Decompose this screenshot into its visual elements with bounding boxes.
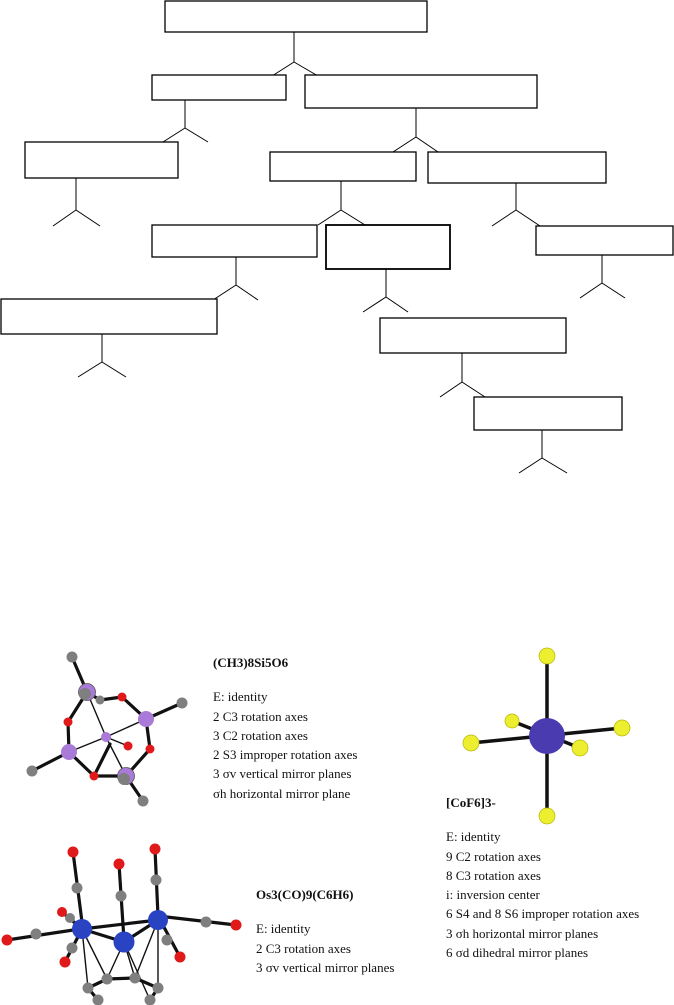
flowchart-box-5[interactable] — [427, 151, 607, 184]
flowchart-box-8[interactable] — [535, 225, 674, 256]
symmetry-element: 6 S4 and 8 S6 improper rotation axes — [446, 906, 640, 922]
molecule-2-formula: [CoF6]3- — [446, 795, 496, 810]
symmetry-element: 3 σv vertical mirror planes — [213, 766, 352, 782]
symmetry-element: i: inversion center — [446, 887, 540, 903]
symmetry-element: 3 σh horizontal mirror planes — [446, 925, 599, 941]
molecule-3-formula: Os3(CO)9(C6H6) — [256, 887, 354, 902]
molecule-1-formula: (CH3)8Si5O6 — [213, 655, 289, 670]
symmetry-element: 8 C3 rotation axes — [446, 867, 541, 883]
symmetry-element: E: identity — [256, 921, 311, 937]
flowchart-box-7[interactable] — [325, 224, 451, 270]
flowchart-box-2[interactable] — [304, 74, 538, 109]
flowchart-box-3[interactable] — [24, 141, 179, 179]
symmetry-element: 3 σv vertical mirror planes — [256, 959, 395, 975]
molecule-2-model — [462, 647, 631, 825]
symmetry-element: σh horizontal mirror plane — [213, 785, 351, 801]
symmetry-element: E: identity — [213, 689, 268, 705]
flowchart-box-4[interactable] — [269, 151, 417, 182]
flowchart-box-9[interactable] — [0, 298, 218, 335]
symmetry-element: E: identity — [446, 829, 501, 845]
symmetry-element: 6 σd dihedral mirror planes — [446, 945, 589, 961]
molecule-1-label: (CH3)8Si5O6 E: identity 2 C3 rotation ax… — [213, 653, 357, 803]
symmetry-element: 2 S3 improper rotation axes — [213, 747, 358, 763]
symmetry-element: 2 C3 rotation axes — [256, 940, 351, 956]
flowchart-box-1[interactable] — [151, 74, 287, 101]
flowchart-box-6[interactable] — [151, 224, 318, 258]
flowchart-tree — [0, 0, 674, 474]
symmetry-element: 9 C2 rotation axes — [446, 848, 541, 864]
molecule-1-model — [26, 651, 188, 807]
flowchart-box-10[interactable] — [379, 317, 567, 354]
flowchart-box-11[interactable] — [473, 396, 623, 431]
molecule-3-model — [1, 843, 242, 1005]
symmetry-element: 3 C2 rotation axes — [213, 727, 308, 743]
molecule-3-label: Os3(CO)9(C6H6) E: identity 2 C3 rotation… — [256, 885, 394, 977]
molecule-2-label: [CoF6]3- E: identity 9 C2 rotation axes … — [446, 793, 639, 962]
symmetry-element: 2 C3 rotation axes — [213, 708, 308, 724]
flowchart-box-root[interactable] — [164, 0, 428, 33]
